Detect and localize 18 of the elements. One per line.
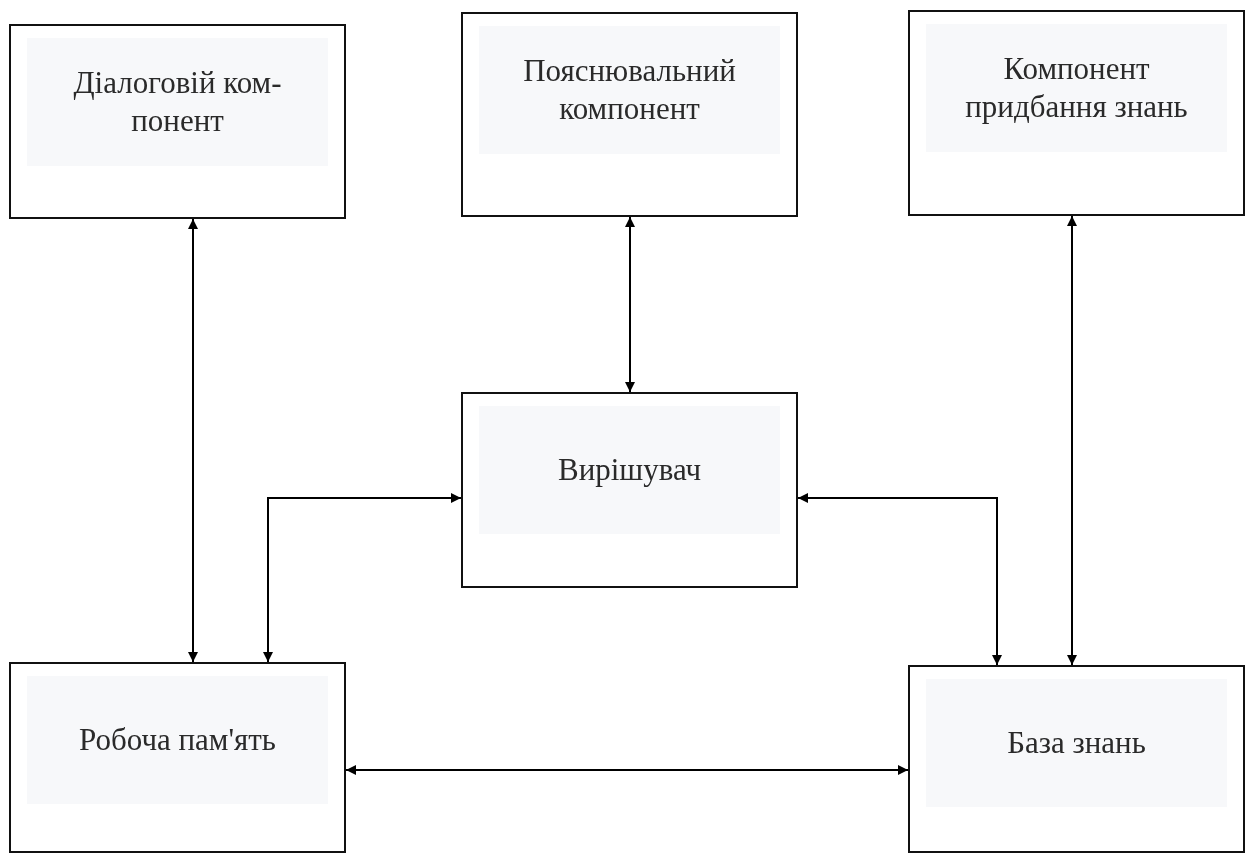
box-label: Діалоговій ком- понент: [72, 64, 283, 140]
arrow: [345, 765, 909, 775]
arrow: [1067, 215, 1077, 666]
arrow: [188, 218, 198, 663]
process-box: [9, 24, 346, 219]
arrow: [263, 493, 462, 663]
process-box: [908, 10, 1245, 216]
process-box: [461, 392, 798, 588]
box-label: Вирішувач: [557, 451, 702, 489]
process-box: [9, 662, 346, 853]
process-box: [461, 12, 798, 217]
process-box: [908, 665, 1245, 853]
box-label: База знань: [1007, 724, 1146, 762]
box-label: Робоча пам'ять: [78, 721, 276, 759]
box-label: Компонент придбання знань: [964, 50, 1189, 126]
arrow: [797, 493, 1002, 666]
arrow: [625, 216, 635, 393]
box-label: Пояснювальний компонент: [522, 52, 737, 128]
